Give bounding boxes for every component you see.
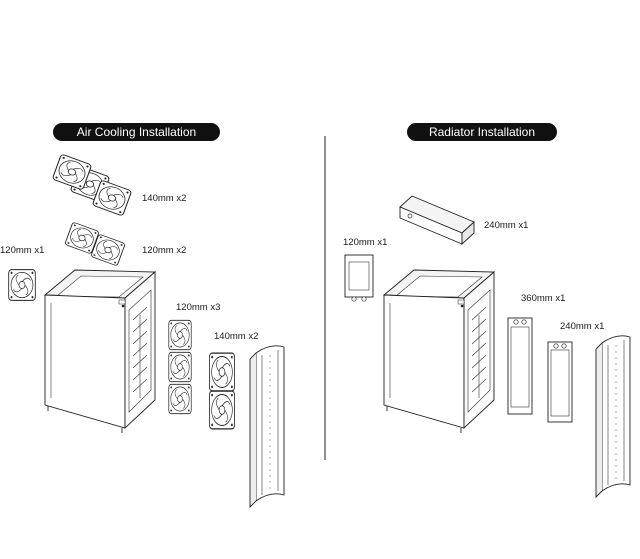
air-mid-fans xyxy=(64,221,126,267)
label-air-front-a: 120mm x3 xyxy=(176,302,220,313)
label-rad-top: 240mm x1 xyxy=(484,220,528,231)
rad-pc-case xyxy=(383,269,495,434)
air-front-fans-120x3 xyxy=(168,319,192,415)
label-air-mid: 120mm x2 xyxy=(142,245,186,256)
label-air-rear: 120mm x1 xyxy=(0,245,44,256)
rad-front-240 xyxy=(547,341,573,423)
label-rad-front-b: 240mm x1 xyxy=(560,321,604,332)
air-rear-fan xyxy=(8,269,36,301)
air-front-fans-140x2 xyxy=(208,352,236,430)
rad-rear-120 xyxy=(344,254,374,302)
rad-top-240 xyxy=(399,195,475,246)
rad-front-360 xyxy=(507,317,533,415)
label-rad-front-a: 360mm x1 xyxy=(521,293,565,304)
rad-front-panel xyxy=(595,335,631,498)
air-top-fans xyxy=(51,153,133,217)
svg-text:Air Cooling Installation: Air Cooling Installation xyxy=(77,125,196,139)
label-air-front-b: 140mm x2 xyxy=(214,331,258,342)
air-pc-case xyxy=(44,269,156,434)
label-rad-rear: 120mm x1 xyxy=(343,237,387,248)
air-front-panel xyxy=(249,345,285,508)
air-header: Air Cooling Installation xyxy=(53,123,220,141)
radiator-header: Radiator Installation xyxy=(407,123,557,141)
label-air-top: 140mm x2 xyxy=(142,193,186,204)
svg-text:Radiator Installation: Radiator Installation xyxy=(429,125,535,139)
